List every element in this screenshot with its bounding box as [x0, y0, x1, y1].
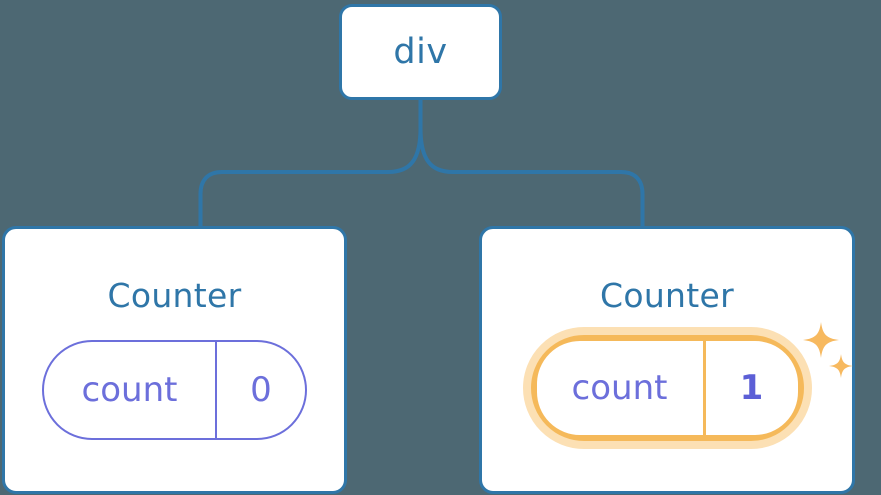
component-card-counter-right[interactable]: Counter count 1	[479, 226, 855, 494]
state-divider	[702, 341, 706, 435]
state-pill-wrapper: count 0	[42, 340, 307, 440]
node-div[interactable]: div	[339, 4, 502, 100]
component-card-counter-left[interactable]: Counter count 0	[2, 226, 347, 494]
state-key: count	[81, 370, 178, 410]
component-title: Counter	[600, 276, 734, 315]
state-key: count	[571, 368, 668, 408]
state-value: 1	[739, 368, 764, 408]
state-pill-highlighted[interactable]: count 1	[522, 327, 812, 449]
component-title: Counter	[107, 276, 242, 315]
state-value: 0	[250, 370, 272, 410]
connector-left-branch	[198, 126, 423, 230]
state-pill-wrapper-highlighted: count 1	[522, 327, 812, 449]
state-divider	[215, 342, 217, 438]
state-pill[interactable]: count 0	[42, 340, 307, 440]
node-div-label: div	[393, 31, 448, 72]
connector-right-branch	[418, 126, 645, 230]
